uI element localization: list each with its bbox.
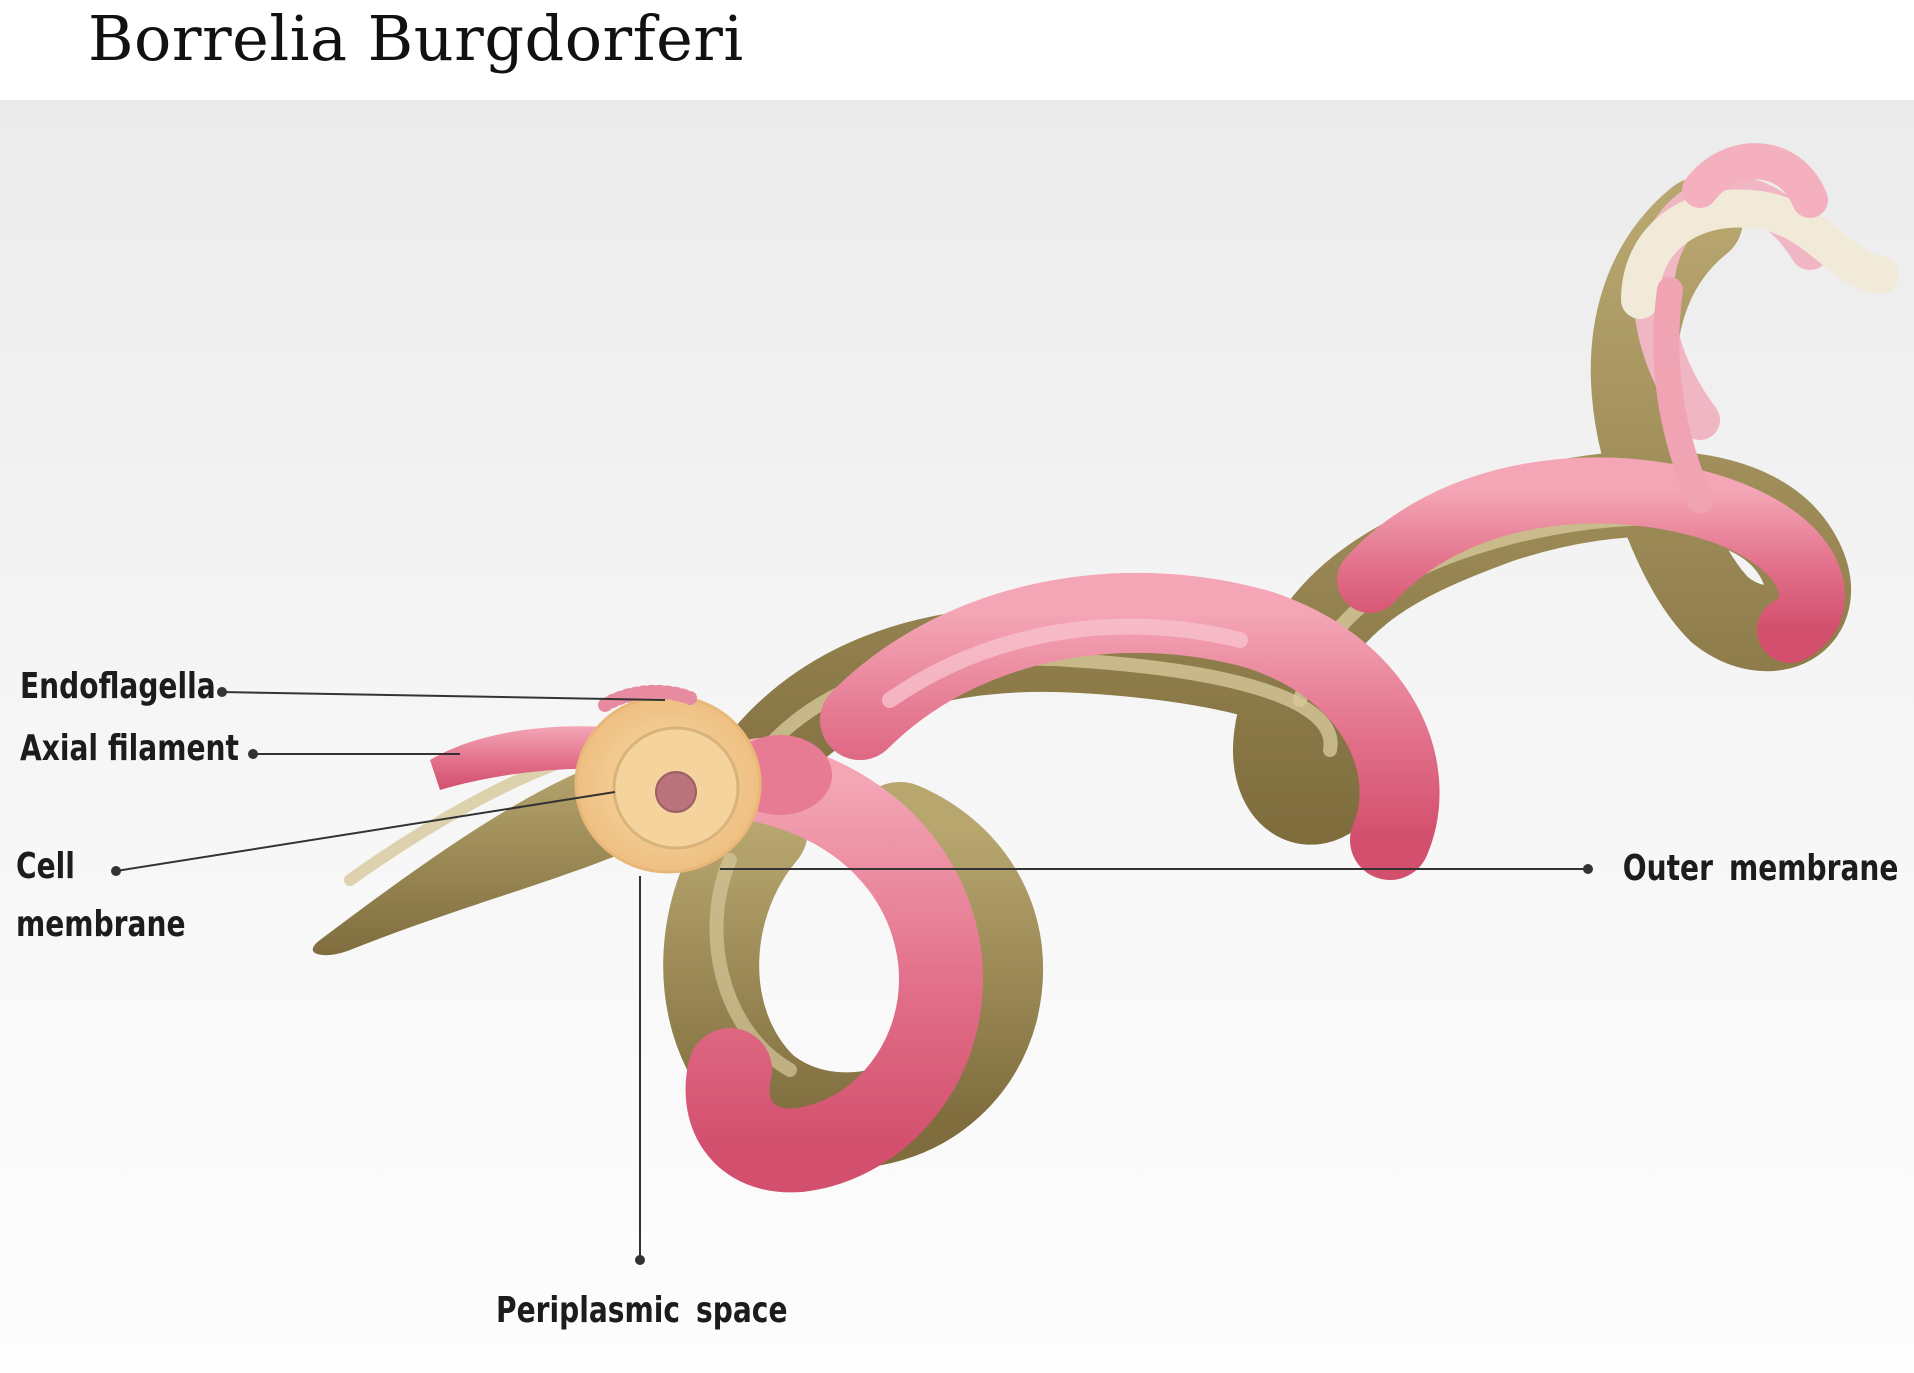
leader-lines (111, 687, 1593, 1265)
tail-end (1621, 143, 1899, 513)
title-bar: Borrelia Burgdorferi (0, 0, 1914, 100)
label-cell-membrane-line2: membrane (16, 904, 186, 945)
label-endoflagella: Endoflagella (20, 666, 216, 707)
label-outer-membrane: Outer membrane (1622, 848, 1898, 889)
cell-membrane-leader (115, 791, 616, 872)
cross-section-core (655, 771, 697, 813)
diagram-panel (0, 100, 1914, 1373)
label-periplasmic-space: Periplasmic space (496, 1290, 788, 1331)
label-axial-filament: Axial filament (20, 728, 239, 769)
cross-section (574, 684, 762, 874)
diagram-title: Borrelia Burgdorferi (88, 2, 744, 75)
label-cell-membrane-line1: Cell (16, 846, 75, 887)
endoflagella-leader (221, 691, 666, 701)
